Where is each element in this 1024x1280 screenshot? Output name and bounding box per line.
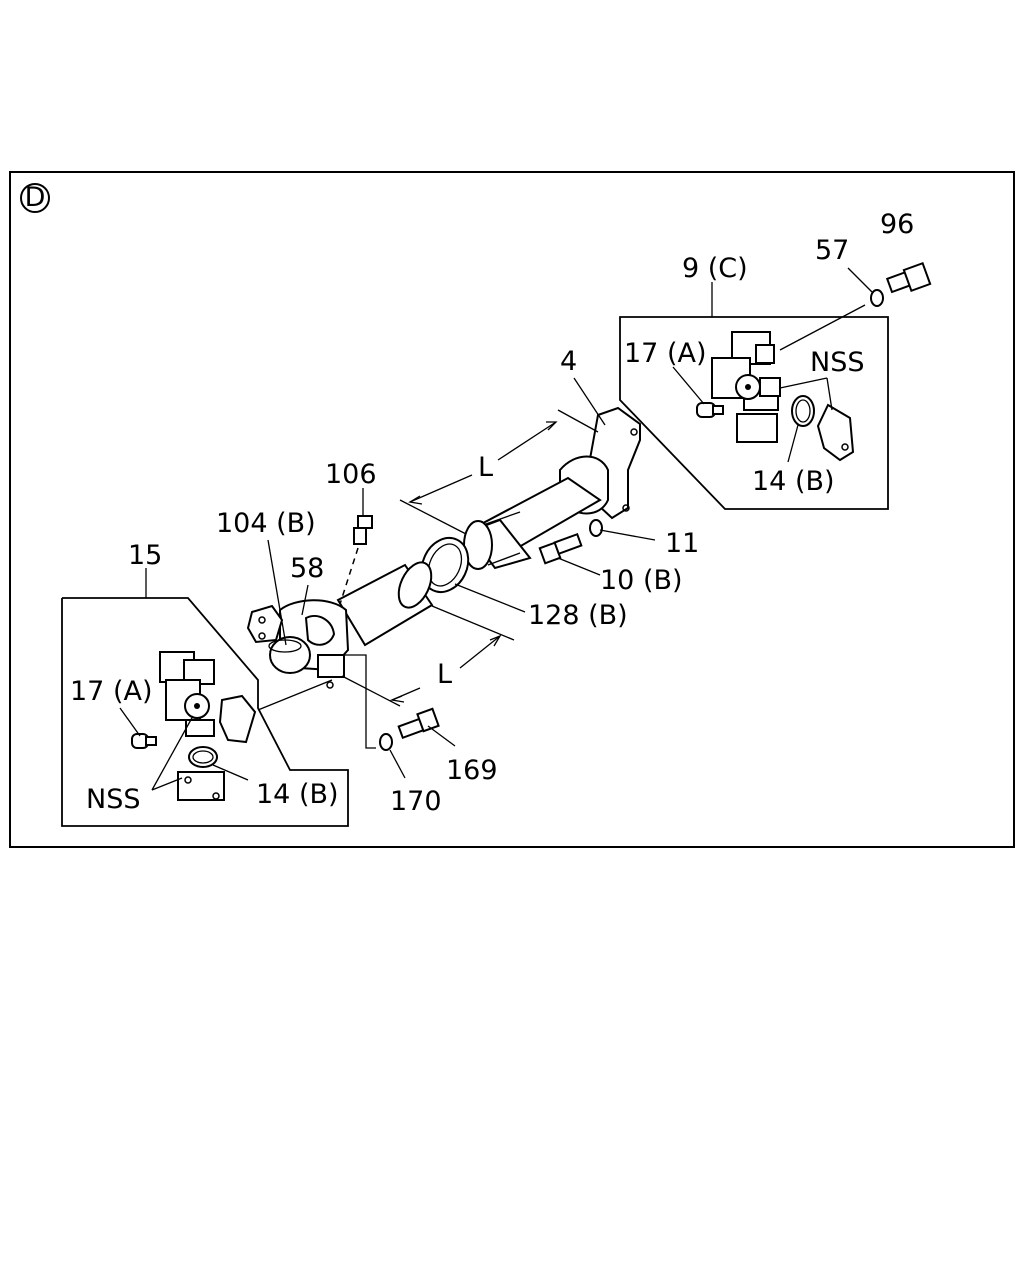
label-104b: 104 (B) [216,508,316,539]
label-57: 57 [815,235,849,266]
label-96: 96 [880,209,914,240]
label-170: 170 [390,786,442,817]
top-grease-fitting [696,402,724,418]
dimension-l-bottom [341,605,515,707]
label-l-bottom: L [437,659,452,690]
label-nss-top: NSS [810,347,864,378]
top-spider-cross [711,331,781,443]
label-10b: 10 (B) [600,565,683,596]
bolt-96 [885,261,932,294]
label-9c: 9 (C) [682,253,748,284]
bottom-bearing-cap [177,771,225,801]
washer-57 [870,289,884,307]
top-joint-kit-outline [619,316,889,510]
label-17a-top: 17 (A) [624,338,706,369]
label-14b-bottom: 14 (B) [256,779,339,810]
bottom-spider-cross [159,651,257,744]
diagram-frame [9,171,1015,848]
balance-weight-104b [268,636,311,674]
tube-shaft [336,561,434,647]
label-11: 11 [665,528,699,559]
label-4: 4 [560,346,577,377]
grease-fitting-106 [353,515,373,545]
label-169: 169 [446,755,498,786]
label-128b: 128 (B) [528,600,628,631]
view-marker: D [20,182,50,213]
label-nss-bottom: NSS [86,784,140,815]
slip-shaft [463,476,602,570]
view-marker-letter: D [25,182,46,213]
label-58: 58 [290,553,324,584]
snap-ring-11 [589,519,603,537]
label-17a-bottom: 17 (A) [70,676,152,707]
bottom-grease-fitting [131,733,157,749]
bolt-10b [538,532,583,565]
label-15: 15 [128,540,162,571]
dimension-l-top [399,409,599,535]
bottom-joint-kit-outline [61,597,349,827]
label-106: 106 [325,459,377,490]
washer-170 [379,733,393,751]
seal-ring-128b [420,536,470,594]
label-l-top: L [478,452,493,483]
label-14b-top: 14 (B) [752,466,835,497]
bolt-169 [397,707,440,740]
top-bearing-cap [816,403,855,462]
